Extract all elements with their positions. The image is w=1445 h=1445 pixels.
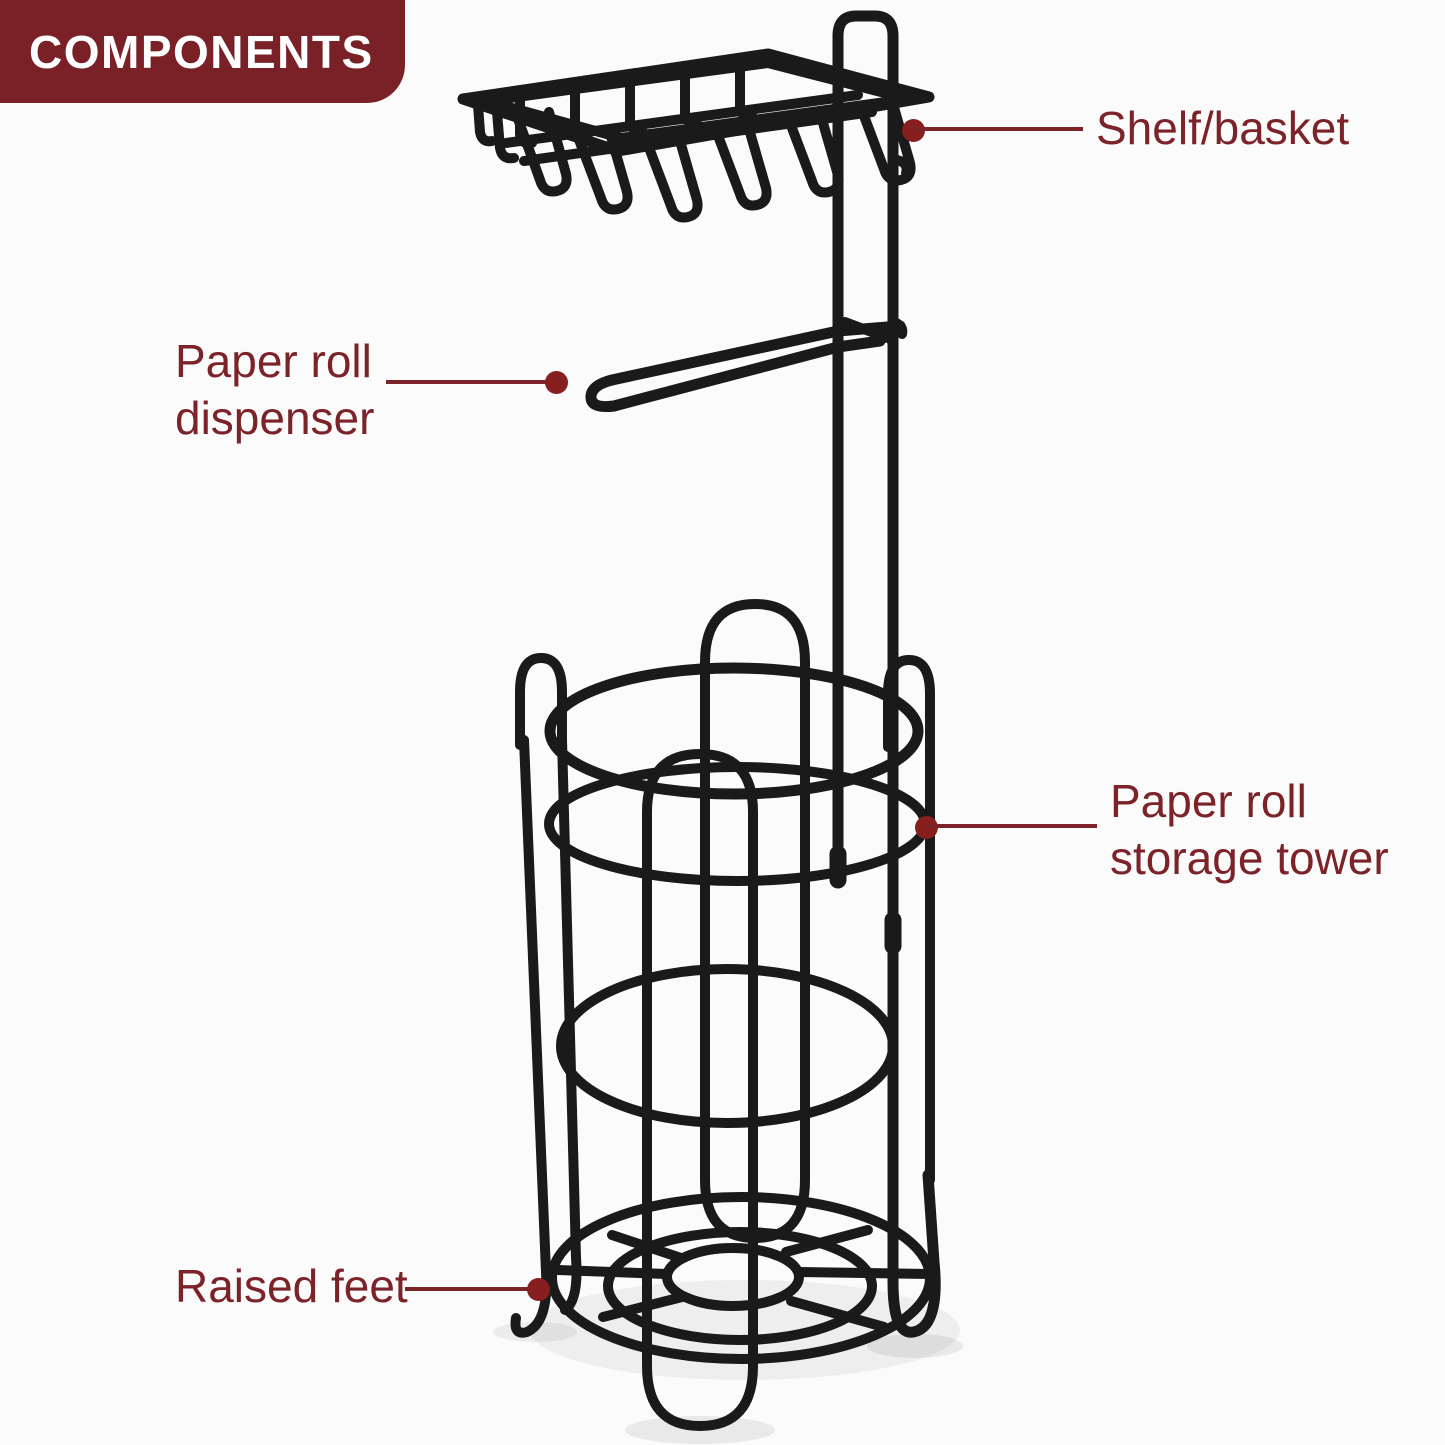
storage-tower-label-line2: storage tower — [1110, 832, 1389, 884]
paper-roll-dispenser-label: Paper roll dispenser — [175, 333, 374, 447]
shelf-basket-label: Shelf/basket — [1096, 102, 1350, 154]
paper-roll-dispenser-label-line2: dispenser — [175, 392, 375, 444]
paper-roll-dispenser-leader-line — [386, 380, 546, 384]
shelf-basket-wireframe — [457, 48, 935, 223]
raised-feet-dot — [527, 1278, 550, 1301]
shelf-basket-leader-line — [913, 127, 1083, 131]
storage-tower-leader-line — [926, 824, 1097, 828]
paper-roll-dispenser-dot — [545, 371, 568, 394]
base-feet-wireframe — [547, 1192, 935, 1364]
paper-roll-dispenser-label-line1: Paper roll — [175, 335, 372, 387]
shelf-basket-dot — [902, 119, 925, 142]
support-pole-wireframe — [829, 10, 941, 1338]
components-banner: COMPONENTS — [0, 0, 405, 103]
raised-feet-label: Raised feet — [175, 1260, 408, 1312]
storage-tower-label-line1: Paper roll — [1110, 775, 1307, 827]
banner-title: COMPONENTS — [29, 25, 374, 78]
storage-tower-dot — [915, 816, 938, 839]
raised-feet-leader-line — [405, 1287, 528, 1291]
dispenser-arm-wireframe — [585, 317, 908, 412]
storage-tower-label: Paper roll storage tower — [1110, 773, 1389, 887]
